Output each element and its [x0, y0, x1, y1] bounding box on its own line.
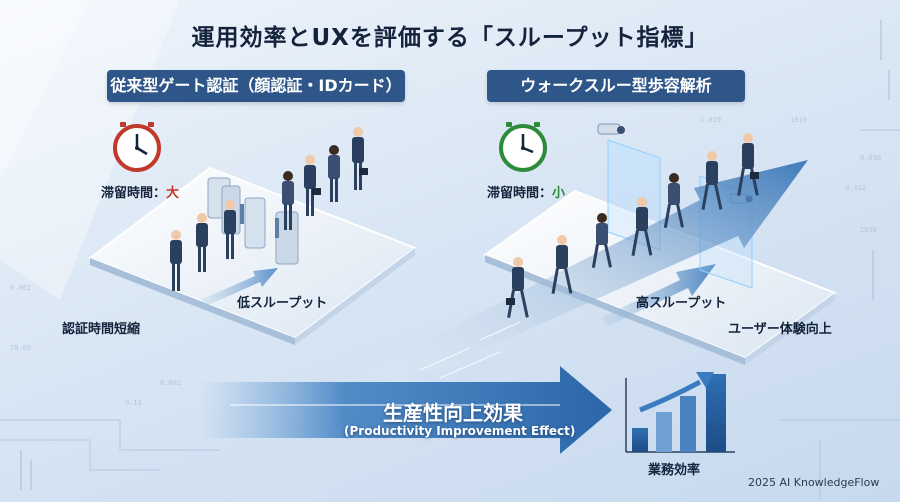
efficiency-chart-label: 業務効率 — [648, 463, 701, 478]
svg-text:0.002: 0.002 — [10, 284, 31, 292]
svg-text:1.010: 1.010 — [700, 116, 721, 124]
left-side-label: 認証時間短縮 — [62, 322, 141, 337]
left-dwell-value: 大 — [166, 186, 180, 201]
svg-text:0.312: 0.312 — [845, 184, 866, 192]
svg-text:0.002: 0.002 — [160, 379, 181, 387]
page-title: 運用効率とUXを評価する「スループット指標」 — [191, 25, 709, 51]
productivity-sub-label: (Productivity Improvement Effect) — [344, 424, 576, 438]
right-dwell-time: 滞留時間：小 — [487, 182, 565, 201]
right-throughput-label: 高スループット — [636, 296, 727, 311]
productivity-label: 生産性向上効果 — [383, 401, 523, 425]
left-throughput-label: 低スループット — [237, 296, 328, 311]
svg-text:0.030: 0.030 — [860, 154, 881, 162]
left-section-heading: 従来型ゲート認証（顔認証・IDカード） — [107, 70, 405, 102]
right-side-label: ユーザー体験向上 — [728, 322, 832, 337]
right-dwell-value: 小 — [552, 186, 566, 201]
right-dwell-label: 滞留時間： — [487, 186, 553, 201]
right-section-heading: ウォークスルー型歩容解析 — [487, 70, 745, 102]
left-dwell-time: 滞留時間：大 — [101, 182, 179, 201]
svg-text:20 00: 20 00 — [10, 344, 31, 352]
svg-text:2030: 2030 — [860, 226, 877, 234]
svg-text:0.13: 0.13 — [125, 399, 142, 407]
left-dwell-label: 滞留時間： — [101, 186, 167, 201]
svg-text:1010: 1010 — [790, 116, 807, 124]
footer-credit: 2025 AI KnowledgeFlow — [748, 476, 880, 489]
